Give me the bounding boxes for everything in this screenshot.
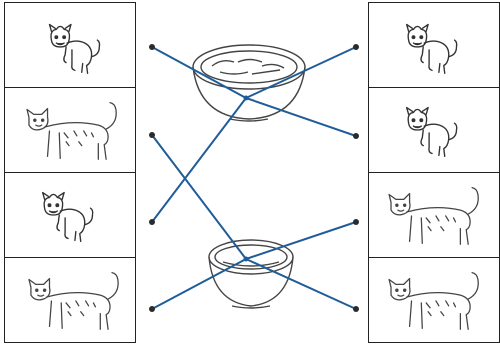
left-card-4	[4, 257, 136, 343]
connection-line	[245, 221, 357, 260]
left-card-2	[4, 87, 136, 173]
right-endpoint-dot-1[interactable]	[353, 44, 359, 50]
junction-dot	[243, 95, 249, 101]
cat-icon	[28, 272, 119, 330]
left-endpoint-dot-1[interactable]	[149, 44, 155, 50]
kitten-icon	[405, 106, 458, 158]
kitten-icon	[48, 23, 101, 75]
connection-line	[151, 97, 247, 223]
left-card-column	[4, 2, 137, 343]
left-card-1	[4, 2, 136, 88]
connection-line	[151, 46, 247, 99]
right-endpoint-dot-2[interactable]	[353, 133, 359, 139]
kitten-icon	[405, 23, 458, 75]
connection-line	[151, 258, 247, 310]
left-endpoint-dot-3[interactable]	[149, 219, 155, 225]
big-bowl-icon	[192, 44, 306, 122]
connection-line	[245, 258, 357, 310]
right-card-column	[368, 2, 500, 343]
cat-icon	[26, 102, 117, 160]
cat-icon	[388, 187, 479, 245]
right-endpoint-dot-4[interactable]	[353, 306, 359, 312]
connection-line	[245, 97, 357, 137]
left-card-3	[4, 172, 136, 258]
right-card-1	[368, 2, 500, 88]
kitten-icon	[41, 191, 94, 243]
junction-dot	[243, 256, 249, 262]
right-endpoint-dot-3[interactable]	[353, 219, 359, 225]
left-endpoint-dot-2[interactable]	[149, 132, 155, 138]
left-endpoint-dot-4[interactable]	[149, 306, 155, 312]
cat-icon	[388, 272, 479, 330]
connection-line	[151, 134, 247, 260]
connection-line	[245, 46, 357, 99]
right-card-3	[368, 172, 500, 258]
